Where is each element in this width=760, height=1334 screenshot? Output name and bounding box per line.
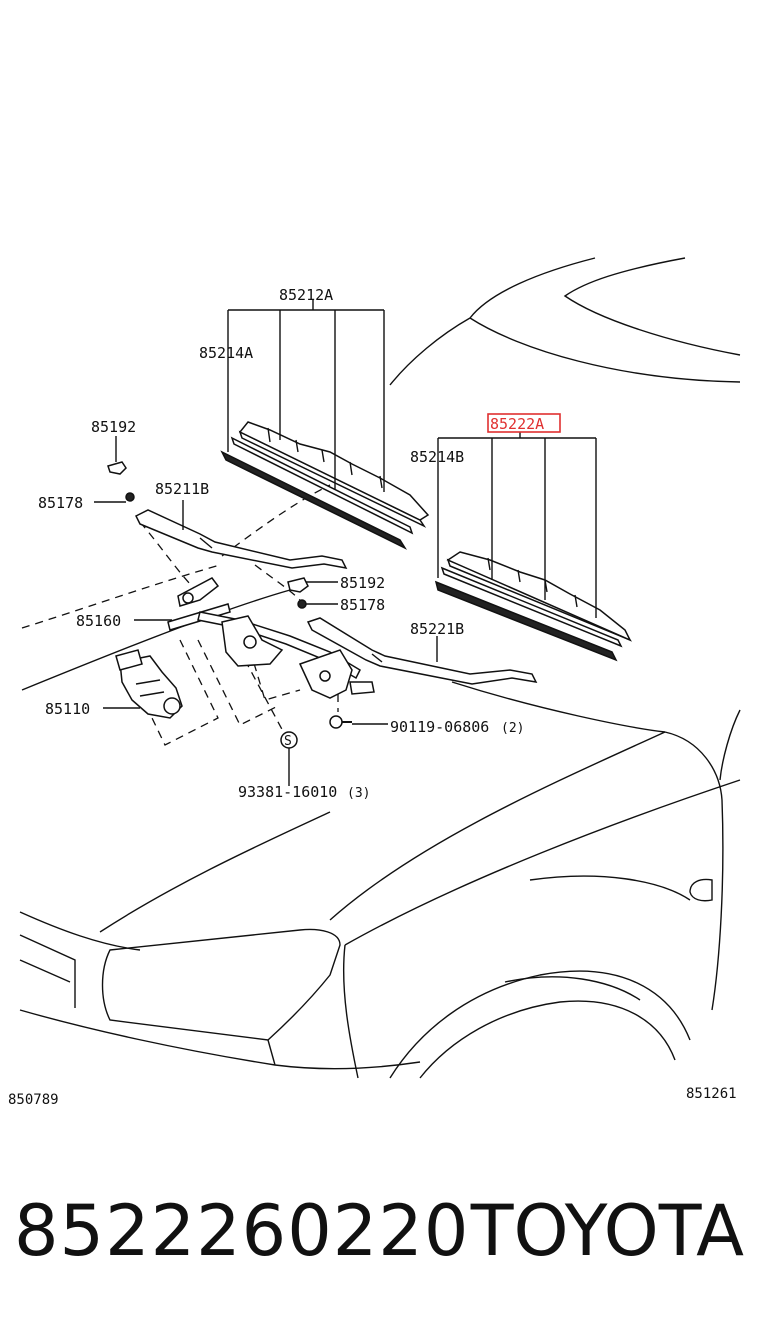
- label-85192-lower[interactable]: 85192: [340, 574, 385, 592]
- wiper-linkage: [167, 577, 375, 699]
- cap-lower-icon: [287, 577, 309, 593]
- wiper-blade-b: [434, 551, 632, 662]
- label-85192-upper[interactable]: 85192: [91, 418, 136, 436]
- label-85178-lower[interactable]: 85178: [340, 596, 385, 614]
- part-labels: 85212A 85214A 85192 85178 85211B 85192 8…: [8, 286, 737, 1108]
- label-85222a[interactable]: 85222A: [490, 415, 544, 433]
- label-85221b[interactable]: 85221B: [410, 620, 464, 638]
- diagram-canvas: 85212A 85214A 85192 85178 85211B 85192 8…: [8, 257, 741, 1108]
- bolt-icon: [329, 715, 352, 729]
- label-90119-06806[interactable]: 90119-06806: [390, 718, 489, 736]
- label-screw-symbol: S: [284, 734, 292, 749]
- cap-upper-icon: [107, 461, 127, 475]
- nut-lower-icon: [297, 599, 307, 609]
- nut-upper-icon: [125, 492, 135, 502]
- label-85214a[interactable]: 85214A: [199, 344, 253, 362]
- leader-lines: [94, 300, 597, 786]
- label-85110[interactable]: 85110: [45, 700, 90, 718]
- wiper-motor: [115, 649, 183, 719]
- label-85212a[interactable]: 85212A: [279, 286, 333, 304]
- label-85211b[interactable]: 85211B: [155, 480, 209, 498]
- label-ref-left: 850789: [8, 1092, 59, 1108]
- label-93381-16010[interactable]: 93381-16010: [238, 783, 337, 801]
- highlight-box: [487, 413, 561, 433]
- label-bolt-qty: (2): [501, 721, 524, 736]
- wiper-blade-a: [220, 421, 430, 550]
- label-screw-qty: (3): [347, 786, 370, 801]
- label-85214b[interactable]: 85214B: [410, 448, 464, 466]
- brand-name: TOYOTA: [470, 1190, 744, 1272]
- label-85178-upper[interactable]: 85178: [38, 494, 83, 512]
- car-body-outline: [19, 257, 741, 1079]
- wiper-arm-left: [134, 509, 348, 570]
- label-85160[interactable]: 85160: [76, 612, 121, 630]
- label-ref-right: 851261: [686, 1086, 737, 1102]
- part-number-title: 8522260220: [14, 1190, 470, 1272]
- wiper-arm-right: [306, 617, 538, 685]
